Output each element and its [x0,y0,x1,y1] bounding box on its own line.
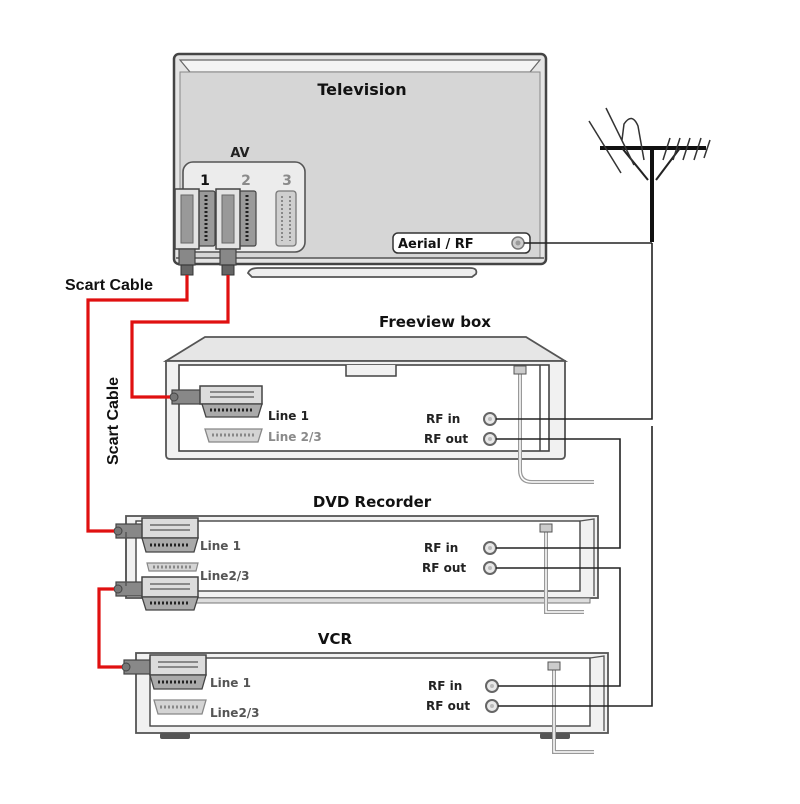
scart-cable-av2-to-freeview-line1 [130,275,230,399]
rf-cable-dvd-out-to-vcr-in [496,567,621,687]
vcr-rf-in-socket [485,679,499,693]
dvd-recorder-title: DVD Recorder [313,493,432,511]
dvd-rf-in-label: RF in [424,541,458,555]
freeview-rf-out-label: RF out [424,432,468,446]
freeview-box-top [162,336,569,362]
freeview-line23-label: Line 2/3 [268,430,322,444]
dvd-recorder: DVD Recorder Line 1 Line2/3 RF in RF out [113,493,599,614]
av-port-3-label: 3 [282,173,292,189]
aerial-rf-socket [511,236,525,250]
vcr-line23-scart-socket [153,699,207,715]
av-port-2-scart-plug [215,188,257,276]
vcr-rf-out-socket [485,699,499,713]
dvd-rf-out-label: RF out [422,561,466,575]
vcr: VCR Line 1 Line2/3 RF in RF out [121,630,609,754]
tv-title: Television [317,80,406,99]
dvd-recorder-panel [135,520,581,592]
vcr-foot-left [160,733,190,739]
scart-cable-label-vertical: Scart Cable [105,377,122,465]
av-port-1-scart-plug [174,188,216,276]
av-port-3-socket [275,190,297,247]
av-port-2-label: 2 [241,173,251,189]
vcr-line23-label: Line2/3 [210,706,260,720]
freeview-box-notch [345,365,397,377]
freeview-box-title: Freeview box [379,313,491,331]
vcr-title: VCR [318,630,353,648]
vcr-panel [149,657,591,727]
vcr-rf-out-label: RF out [426,699,470,713]
scart-cable-dvd-line23-to-vcr-line1 [97,587,122,669]
tv-stand [246,267,478,278]
vcr-line1-label: Line 1 [210,676,251,690]
dvd-line23-label: Line2/3 [200,569,250,583]
dvd-line1-scart-plug [113,517,199,553]
vcr-rf-in-label: RF in [428,679,462,693]
scart-cables [86,275,230,669]
av-group-label: AV [230,146,249,161]
tv-screen [178,59,542,73]
aerial-rf-label: Aerial / RF [398,237,474,252]
scart-cable-label-top: Scart Cable [65,277,153,294]
antenna-icon [588,107,711,242]
dvd-rf-out-socket [483,561,497,575]
dvd-line1-label: Line 1 [200,539,241,553]
freeview-box: Freeview box Line 1 Line 2/3 RF in RF ou… [162,313,594,484]
scart-cable-av1-to-dvd-line1 [86,275,189,533]
av-port-1-label: 1 [200,173,210,189]
rf-cable-antenna-to-freeview-in [496,243,653,420]
freeview-line23-scart-socket [204,428,263,443]
freeview-line1-label: Line 1 [268,409,309,423]
freeview-rf-out-socket [483,432,497,446]
vcr-line1-scart-plug [121,654,207,690]
freeview-rf-in-label: RF in [426,412,460,426]
rf-cable-freeview-out-to-dvd-in [496,438,621,549]
freeview-line1-scart-plug [169,385,263,418]
rf-cables [496,242,653,707]
dvd-line23-scart-plug [113,562,199,611]
dvd-rf-in-socket [483,541,497,555]
freeview-rf-in-socket [483,412,497,426]
rf-cable-vcr-out-to-tv [498,426,653,707]
television: Television AV 1 2 3 [172,52,548,278]
